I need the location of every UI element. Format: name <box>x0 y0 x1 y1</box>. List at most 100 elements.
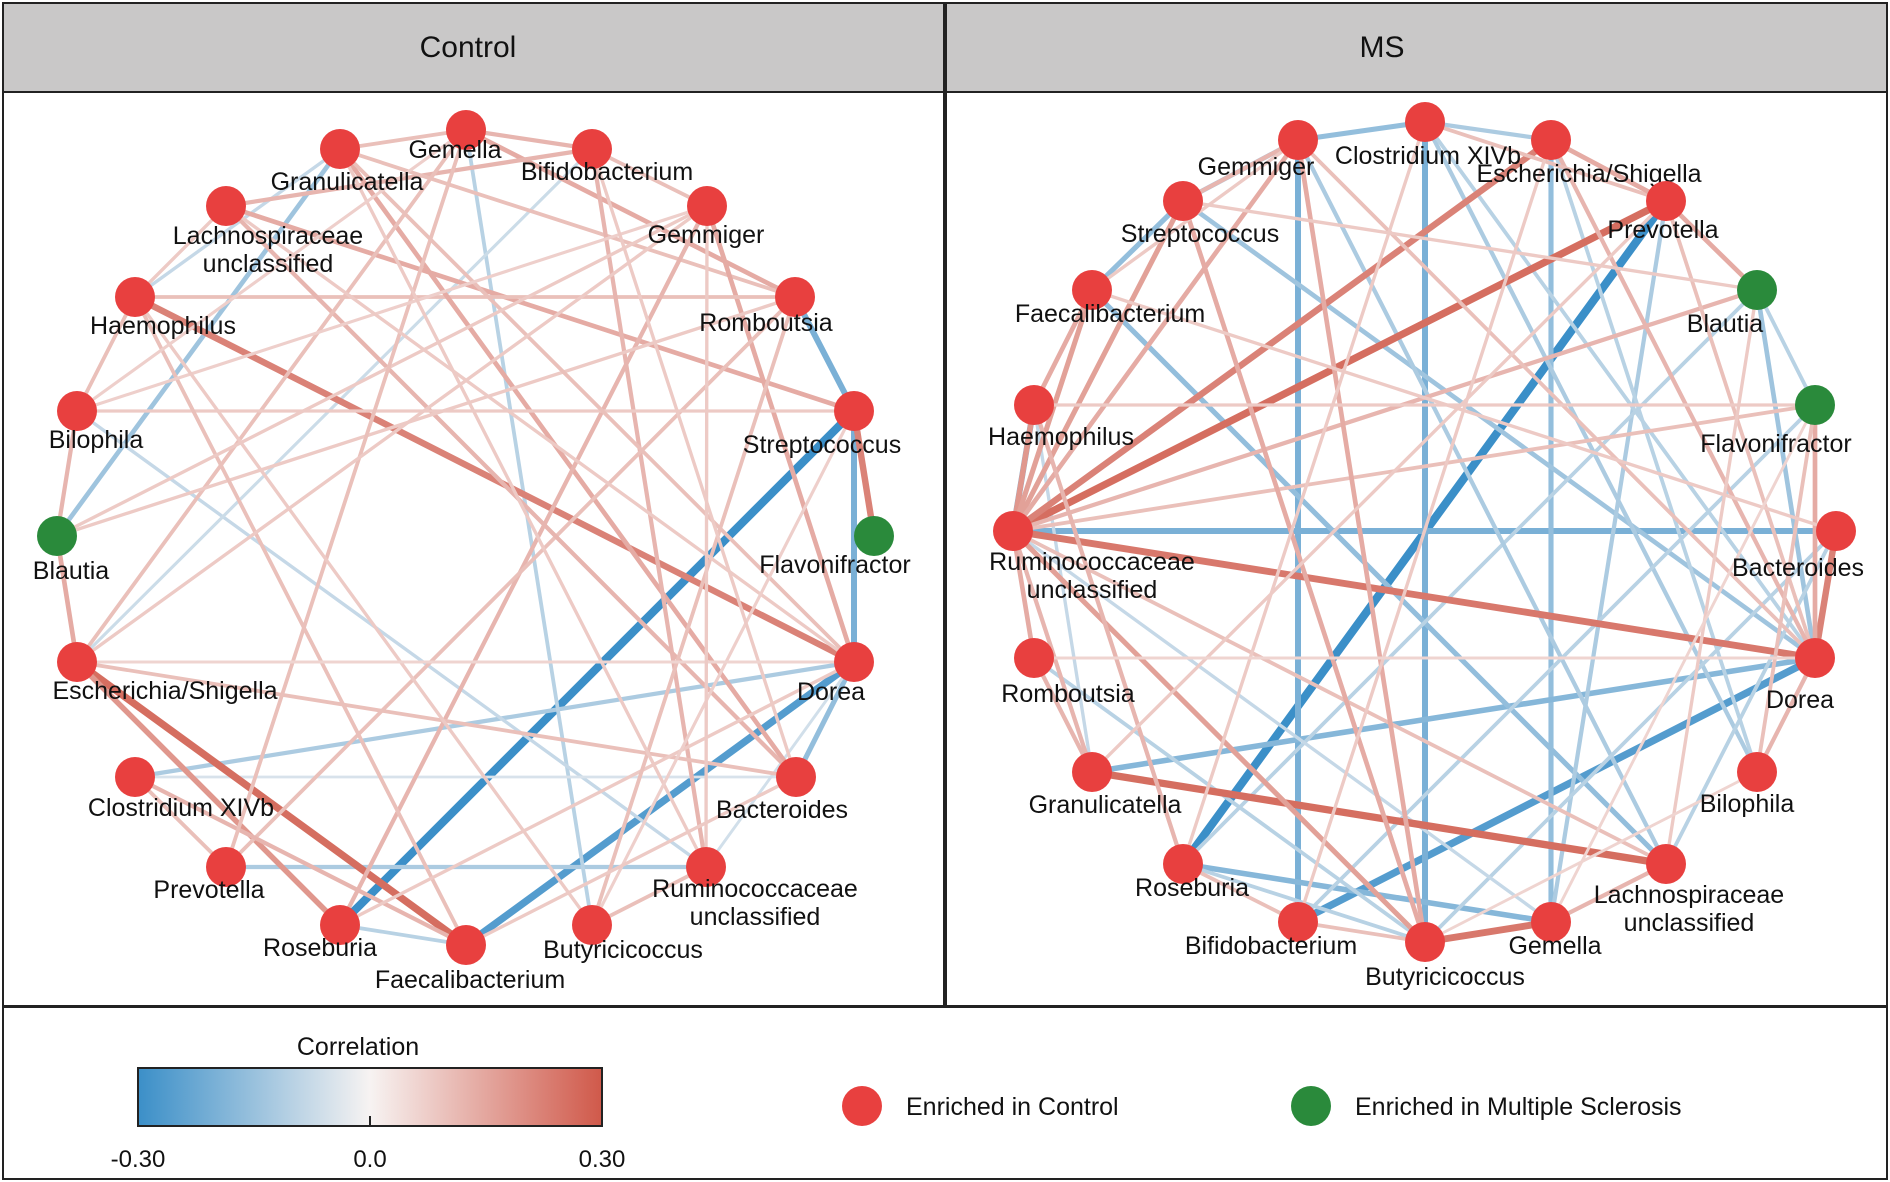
node-label-faecalibacterium: Faecalibacterium <box>375 966 565 994</box>
node-gemmiger <box>1278 120 1318 160</box>
node-bacteroides <box>776 757 816 797</box>
node-label-streptococcus: Streptococcus <box>1121 220 1279 248</box>
edge-bifidobacterium-butyricicoccus <box>1296 920 1427 944</box>
node-label-dorea: Dorea <box>1766 686 1834 714</box>
node-label-roseburia: Roseburia <box>263 934 377 962</box>
node-label-line: Gemmiger <box>648 221 765 249</box>
edge-granulicatella-dorea <box>338 147 856 664</box>
node-label-dorea: Dorea <box>797 678 865 706</box>
node-dorea <box>1795 638 1835 678</box>
panel-ms: MS Clostridium XIVbEscherichia/ShigellaP… <box>945 2 1888 1007</box>
edge-dorea-escherichia <box>1548 137 1818 661</box>
edge-ruminococcaceae-blautia <box>1010 287 1760 534</box>
edge-lachnospiraceae-dorea <box>224 204 856 664</box>
node-flavonifractor <box>854 516 894 556</box>
node-label-bifidobacterium: Bifidobacterium <box>1185 932 1357 960</box>
node-label-gemella: Gemella <box>408 136 501 164</box>
edge-dorea-bifidobacterium <box>1294 654 1819 926</box>
edge-gemella-ruminococcaceae <box>1011 529 1553 924</box>
node-label-flavonifractor: Flavonifractor <box>1700 430 1851 458</box>
node-label-line: Gemmiger <box>1198 153 1315 181</box>
colorbar-tick-label: -0.30 <box>111 1146 166 1173</box>
node-label-line: Lachnospiraceae <box>1594 881 1784 909</box>
node-bifidobacterium <box>572 129 612 169</box>
node-roseburia <box>1163 844 1203 884</box>
edge-escherichia-gemmiger <box>75 204 709 664</box>
node-label-gemella: Gemella <box>1508 932 1601 960</box>
node-label-line: Blautia <box>1687 310 1764 338</box>
node-label-line: Butyricicoccus <box>1365 963 1525 991</box>
edge-gemella-romboutsia <box>463 127 798 300</box>
node-label-line: Granulicatella <box>1029 791 1182 819</box>
node-blautia <box>37 516 77 556</box>
node-label-line: Blautia <box>33 557 110 585</box>
node-label-line: Streptococcus <box>743 431 901 459</box>
edge-blautia-dorea <box>1754 287 1818 661</box>
edge-gemmiger-ruminococcaceae <box>704 204 709 869</box>
edge-ruminococcaceae-escherichia <box>1009 136 1555 535</box>
edge-gemella-bilophila <box>75 128 468 413</box>
edge-blautia-granulicatella <box>54 146 343 539</box>
edge-bacteroides-dorea <box>793 659 857 780</box>
edge-haemophilus-butyricicoccus <box>133 295 594 927</box>
edge-gemella-butyricicoccus <box>464 128 594 927</box>
node-label-line: unclassified <box>690 903 821 931</box>
edge-granulicatella-romboutsia <box>338 147 797 299</box>
node-label-gemmiger: Gemmiger <box>1198 153 1315 181</box>
edge-granulicatella-gemella <box>338 128 468 151</box>
edge-ruminococcaceae-lachnospiraceae <box>1011 529 1668 866</box>
legend-label-ms: Enriched in Multiple Sclerosis <box>1355 1093 1682 1121</box>
panel-ms-title: MS <box>1360 31 1405 64</box>
node-label-line: unclassified <box>1027 576 1158 604</box>
edge-lachnospiraceae-gemella <box>1548 861 1669 925</box>
edge-streptococcus-flavonifractor <box>850 407 878 540</box>
node-label-prevotella: Prevotella <box>1607 216 1718 244</box>
node-label-line: Gemella <box>408 136 501 164</box>
node-label-line: Bifidobacterium <box>1185 932 1357 960</box>
edge-faecalibacterium-dorea <box>462 658 858 949</box>
legend-frame <box>2 1006 1888 1180</box>
edge-streptococcus-butyricicoccus <box>1180 198 1428 945</box>
node-streptococcus <box>1163 181 1203 221</box>
node-granulicatella <box>1072 752 1112 792</box>
panel-ms-nodes: Clostridium XIVbEscherichia/ShigellaPrev… <box>988 102 1864 991</box>
edge-blautia-lachnospiraceae <box>1664 288 1759 866</box>
edge-lachnospiraceae-streptococcus <box>223 203 857 414</box>
edge-faecalibacterium-bacteroides <box>464 775 798 947</box>
node-label-line: Dorea <box>1766 686 1834 714</box>
node-label-line: Romboutsia <box>699 309 832 337</box>
node-butyricicoccus <box>1405 922 1445 962</box>
edge-faecalibacterium-lachnospiraceae <box>1089 287 1669 867</box>
edge-roseburia-gemella <box>1180 861 1554 925</box>
node-label-line: unclassified <box>203 250 334 278</box>
edge-ruminococcaceae-gemmiger <box>1010 137 1301 534</box>
node-label-bilophila: Bilophila <box>1700 790 1795 818</box>
edge-gemmiger-clostridium <box>1295 119 1428 143</box>
node-gemella <box>1531 902 1571 942</box>
edge-ruminococcaceae-butyricicoccus <box>590 865 708 927</box>
edge-faecalibacterium-haemophilus <box>1031 287 1095 408</box>
edge-roseburia-bifidobacterium <box>1181 862 1300 924</box>
colorbar-title: Correlation <box>297 1033 419 1061</box>
node-faecalibacterium <box>1072 270 1112 310</box>
node-clostridium <box>115 757 155 797</box>
panel-control: Control GemellaBifidobacteriumGemmigerRo… <box>2 2 945 1007</box>
node-label-blautia: Blautia <box>33 557 110 585</box>
edge-dorea-clostridium <box>132 659 857 780</box>
edge-romboutsia-butyricicoccus <box>1032 656 1427 944</box>
node-label-bifidobacterium: Bifidobacterium <box>521 158 693 186</box>
node-label-romboutsia: Romboutsia <box>1001 680 1134 708</box>
edge-ruminococcaceae-butyricicoccus <box>1010 528 1428 945</box>
node-label-escherichia: Escherichia/Shigella <box>52 677 277 705</box>
node-prevotella <box>206 847 246 887</box>
node-roseburia <box>320 905 360 945</box>
edge-lachnospiraceae-bacteroides <box>223 203 799 780</box>
edge-roseburia-streptococcus <box>335 406 859 930</box>
node-label-granulicatella: Granulicatella <box>271 168 424 196</box>
node-label-streptococcus: Streptococcus <box>743 431 901 459</box>
edge-gemella-escherichia <box>75 128 468 664</box>
node-label-line: Bilophila <box>1700 790 1795 818</box>
